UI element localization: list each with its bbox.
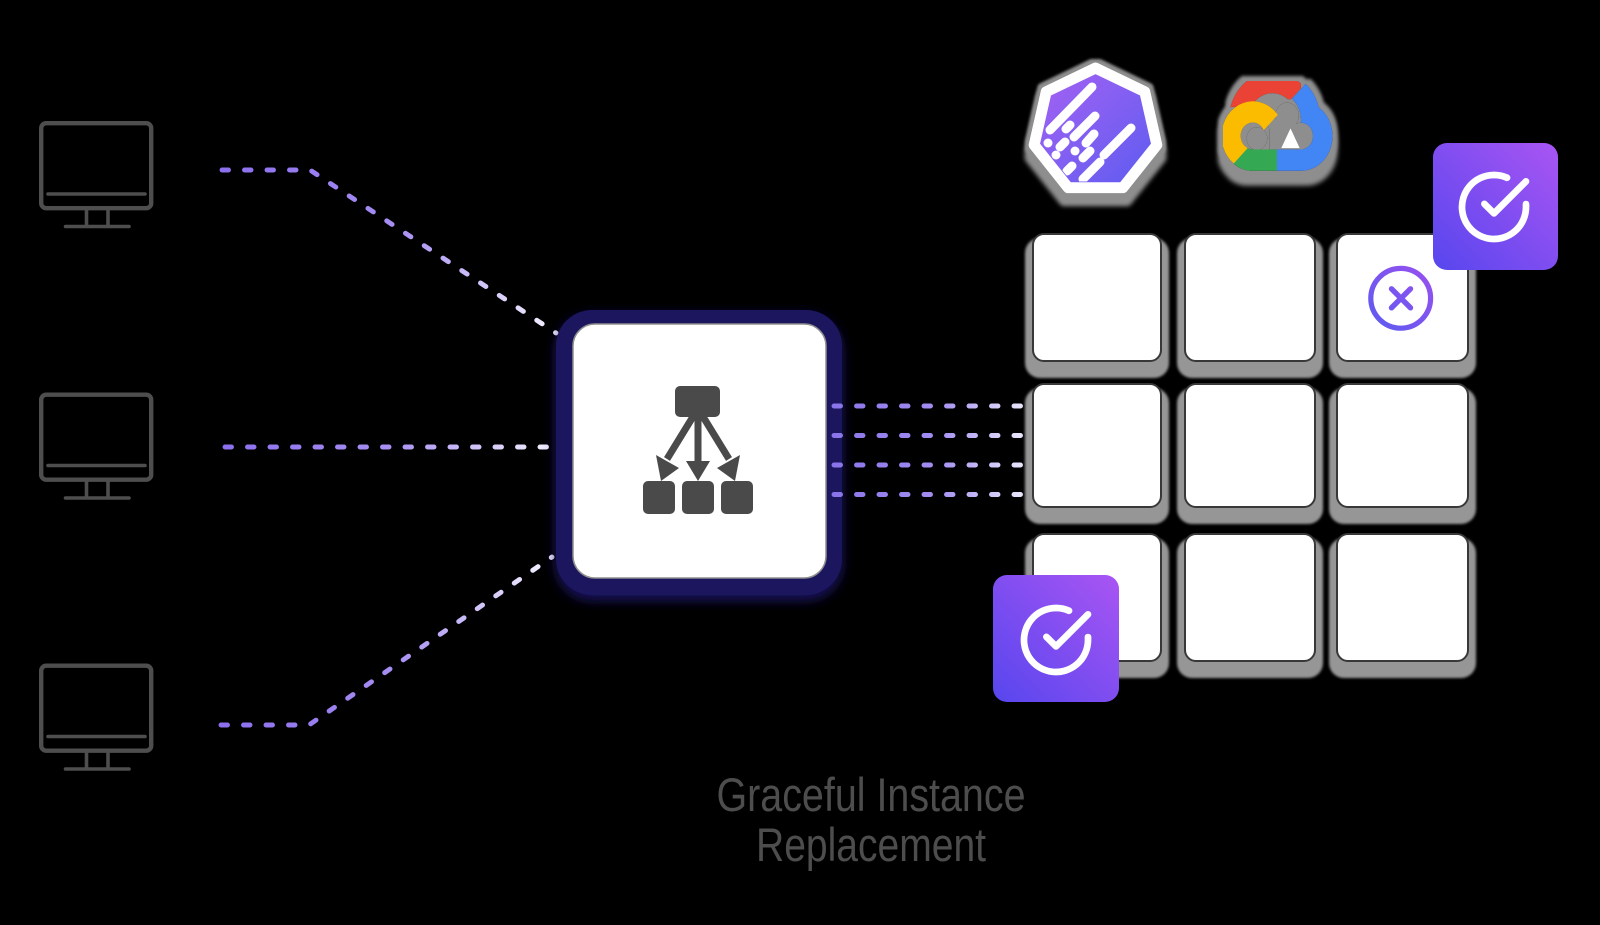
svg-text:Replacement: Replacement: [756, 818, 986, 871]
svg-text:Graceful Instance: Graceful Instance: [717, 768, 1026, 821]
